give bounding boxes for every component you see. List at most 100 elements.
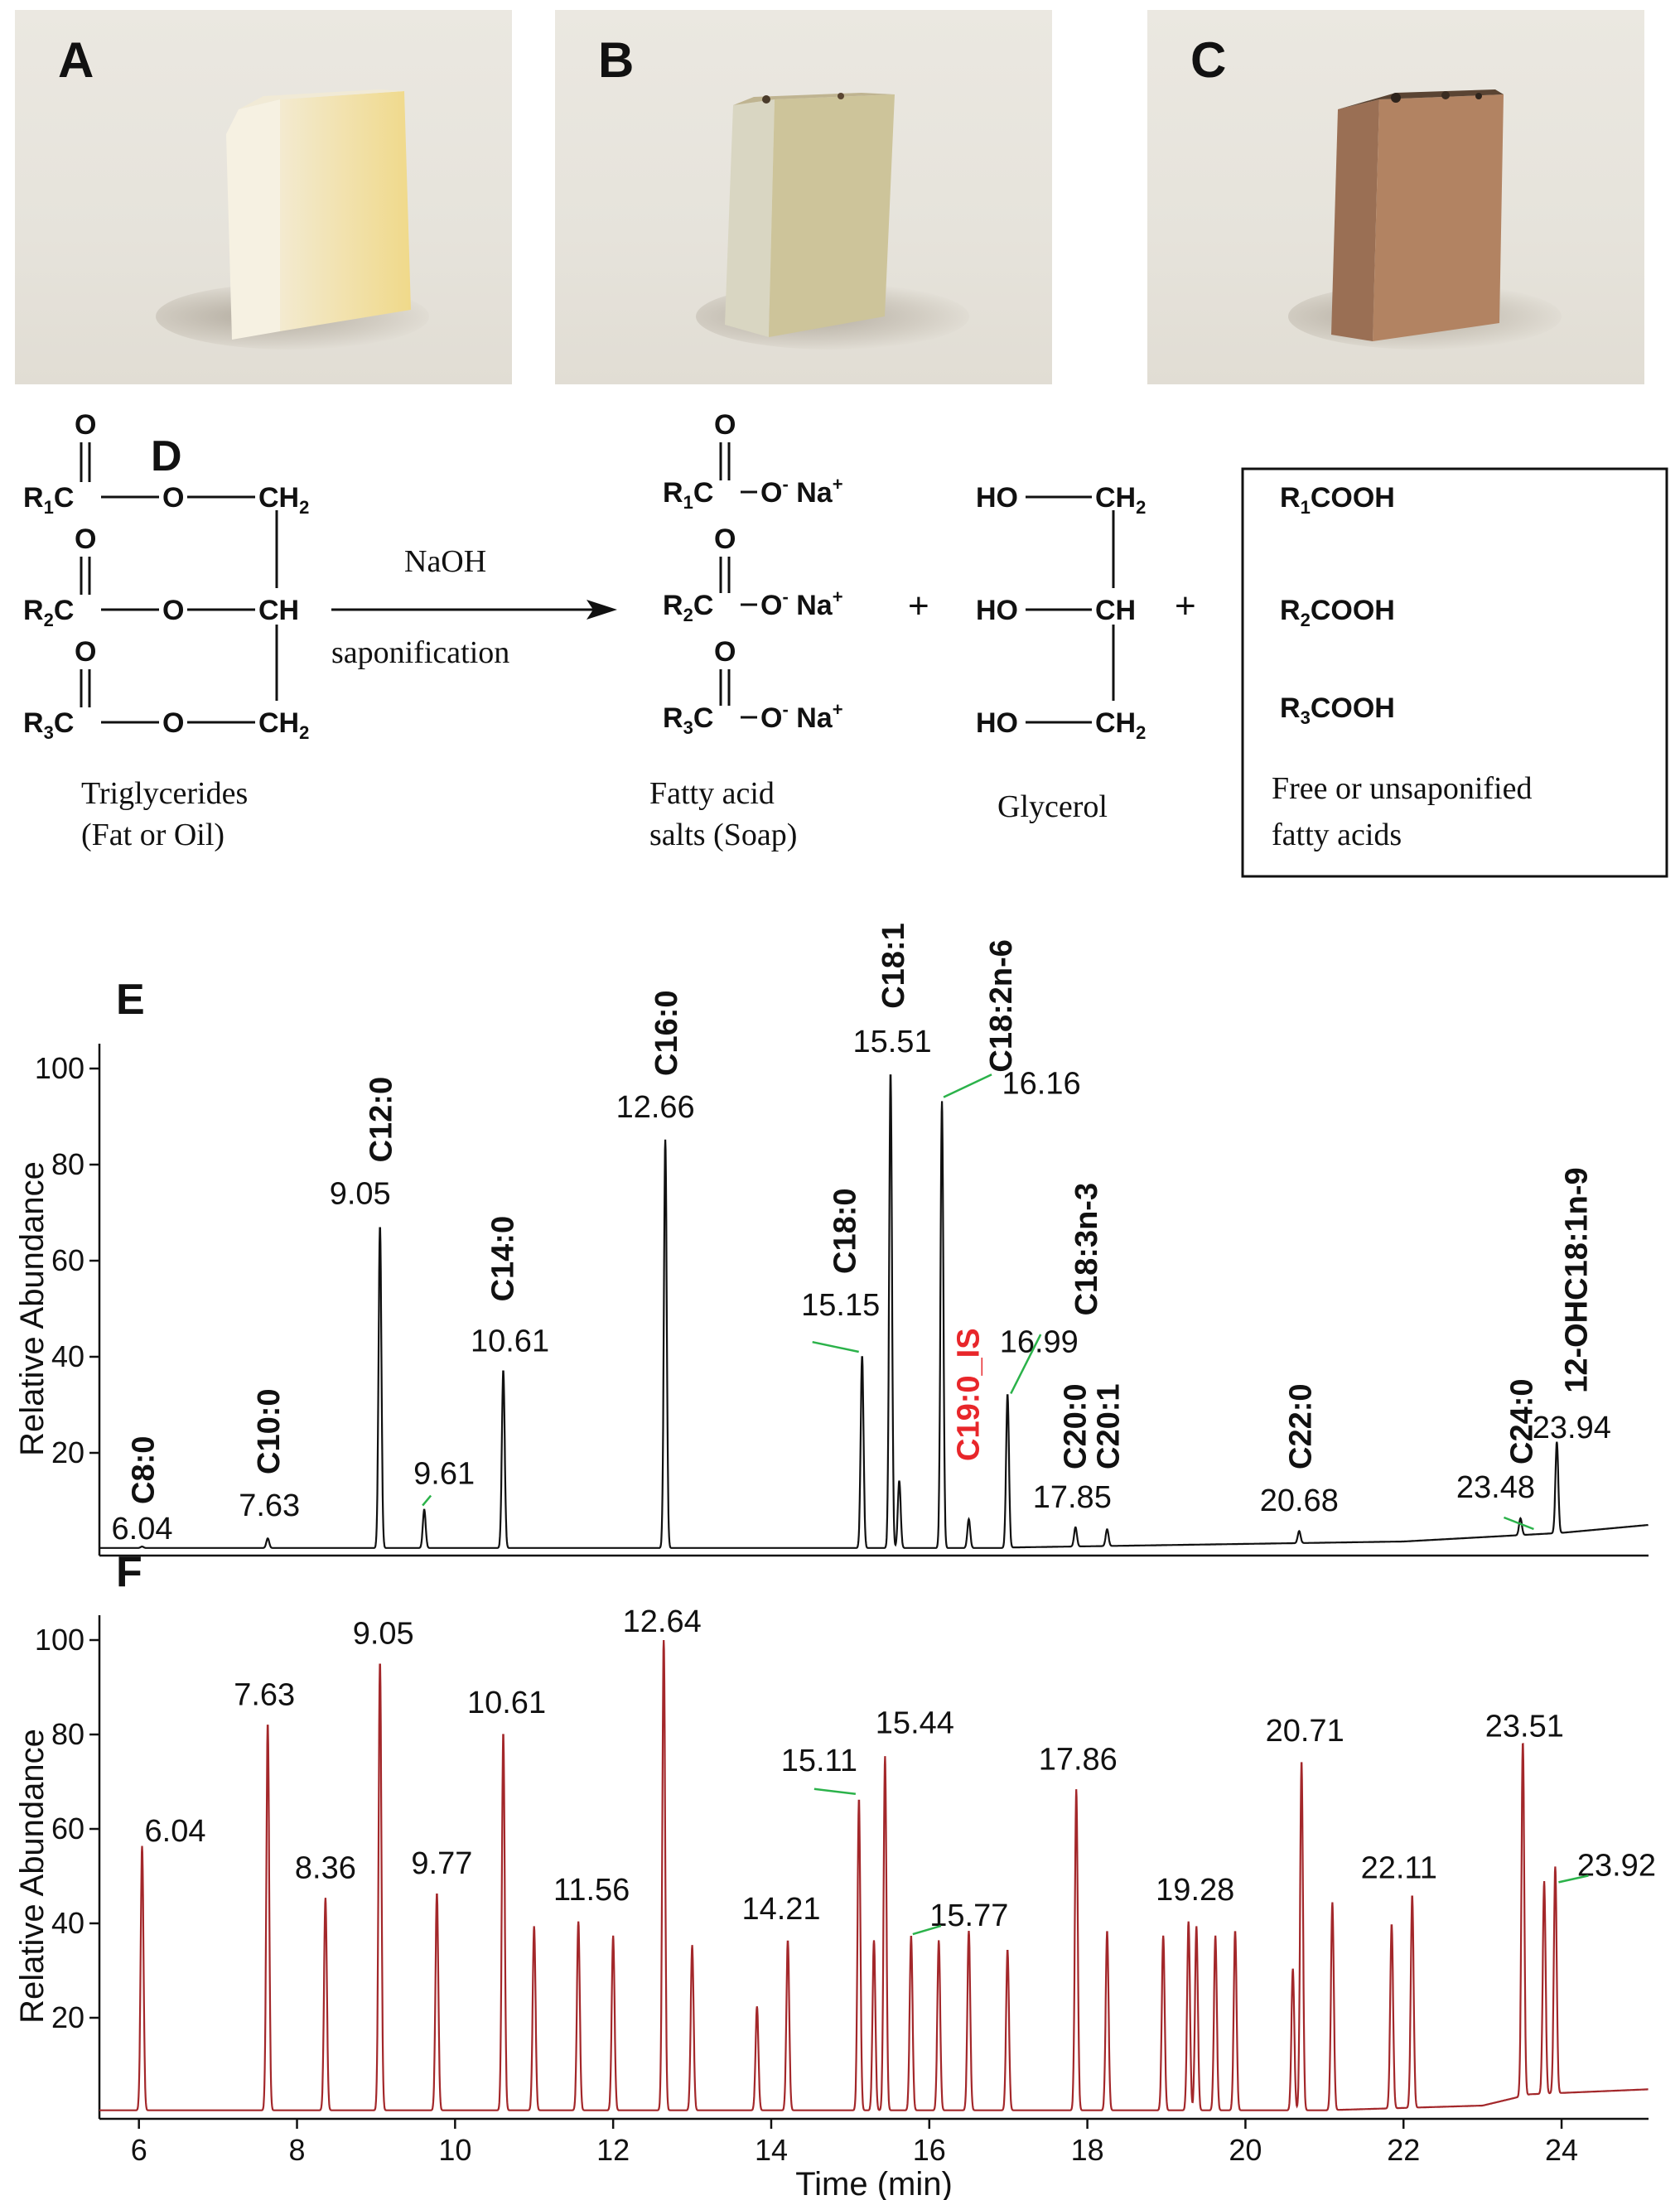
compound-label: C16:0 <box>649 991 684 1077</box>
y-tick-label: 60 <box>51 1243 84 1277</box>
panel-label-c: C <box>1190 32 1227 88</box>
svg-text:O- Na+: O- Na+ <box>760 699 843 734</box>
compound-label: C10:0 <box>252 1389 287 1475</box>
svg-text:R2C: R2C <box>663 590 713 625</box>
y-tick-label: 40 <box>51 1906 84 1940</box>
compound-label: C19:0_IS <box>951 1328 986 1461</box>
svg-text:O: O <box>162 482 184 514</box>
retention-time-label: 7.63 <box>234 1678 295 1713</box>
x-tick-label: 20 <box>1229 2133 1262 2167</box>
svg-text:CH2: CH2 <box>258 482 309 518</box>
svg-text:R1C: R1C <box>663 477 713 513</box>
svg-text:R3C: R3C <box>23 707 74 743</box>
chromatogram-trace <box>99 1074 1649 1549</box>
retention-time-label: 20.68 <box>1260 1484 1339 1518</box>
x-tick-label: 16 <box>913 2133 946 2167</box>
y-tick-label: 60 <box>51 1812 84 1845</box>
x-tick-label: 6 <box>131 2133 147 2167</box>
soap-bar-b <box>725 93 895 337</box>
svg-text:O: O <box>162 707 184 739</box>
x-tick-label: 10 <box>438 2133 471 2167</box>
y-tick-label: 80 <box>51 1717 84 1751</box>
svg-text:R3C: R3C <box>663 702 713 738</box>
y-tick-label: 20 <box>51 2000 84 2034</box>
photo-a: A <box>15 10 512 384</box>
y-tick-label: 40 <box>51 1339 84 1373</box>
leader-line <box>422 1494 432 1507</box>
retention-time-label: 15.77 <box>929 1898 1008 1933</box>
compound-label: C18:2n-6 <box>984 939 1019 1073</box>
plus-sign-1: + <box>908 586 929 626</box>
compound-label: C18:0 <box>828 1189 863 1275</box>
retention-time-label: 11.56 <box>553 1873 630 1908</box>
svg-text:CH: CH <box>258 595 299 626</box>
panel-label: F <box>116 1548 142 1596</box>
svg-text:R1C: R1C <box>23 482 74 518</box>
y-tick-label: 20 <box>51 1435 84 1469</box>
panel-label-b: B <box>598 32 635 88</box>
svg-text:O- Na+: O- Na+ <box>760 586 843 621</box>
x-tick-label: 18 <box>1071 2133 1104 2167</box>
svg-text:R2C: R2C <box>23 595 74 630</box>
panel-label-d: D <box>151 432 182 480</box>
retention-time-label: 6.04 <box>112 1512 173 1546</box>
reactant-name-line1: Triglycerides <box>81 776 248 811</box>
retention-time-label: 14.21 <box>741 1892 820 1927</box>
retention-time-label: 20.71 <box>1266 1714 1344 1749</box>
y-axis-label: Relative Abundance <box>14 1161 51 1456</box>
compound-label: 12-OHC18:1n-9 <box>1559 1167 1594 1392</box>
compound-label: C18:3n-3 <box>1069 1183 1104 1316</box>
svg-text:HO: HO <box>976 595 1018 626</box>
reactant-name-line2: (Fat or Oil) <box>81 818 224 852</box>
retention-time-label: 16.16 <box>1002 1067 1081 1102</box>
compound-label: C20:0 <box>1058 1384 1093 1470</box>
x-tick-label: 12 <box>596 2133 630 2167</box>
retention-time-label: 23.92 <box>1577 1848 1656 1883</box>
svg-text:CH: CH <box>1095 595 1136 626</box>
svg-text:HO: HO <box>976 482 1018 514</box>
compound-label: C18:1 <box>876 923 911 1009</box>
compound-label: C12:0 <box>364 1077 399 1163</box>
soap-bar-a <box>226 89 411 340</box>
svg-text:O: O <box>714 409 736 441</box>
x-tick-label: 14 <box>755 2133 788 2167</box>
retention-time-label: 10.61 <box>467 1686 546 1720</box>
compound-label: C24:0 <box>1504 1379 1539 1465</box>
photo-c: C <box>1147 10 1644 384</box>
leader-line <box>813 1788 857 1796</box>
retention-time-label: 23.48 <box>1456 1470 1535 1505</box>
svg-text:O- Na+: O- Na+ <box>760 474 843 509</box>
svg-text:R1COOH: R1COOH <box>1280 482 1395 518</box>
compound-label: C20:1 <box>1091 1384 1126 1470</box>
compound-label: C22:0 <box>1283 1384 1318 1470</box>
retention-time-label: 9.61 <box>413 1457 475 1492</box>
svg-text:HO: HO <box>976 707 1018 739</box>
saponification-scheme: D O O O R1C R2C R3C OOO CH2 CH CH2 NaOH … <box>23 409 1668 878</box>
retention-time-label: 22.11 <box>1361 1851 1437 1886</box>
svg-text:CH2: CH2 <box>258 707 309 743</box>
svg-text:CH2: CH2 <box>1095 482 1146 518</box>
retention-time-label: 15.11 <box>781 1744 857 1778</box>
retention-time-label: 8.36 <box>295 1851 356 1886</box>
oxygen-2: O <box>75 523 96 555</box>
retention-time-label: 6.04 <box>145 1814 206 1849</box>
retention-time-label: 16.99 <box>1000 1324 1079 1359</box>
leader-line <box>1010 1334 1042 1394</box>
retention-time-label: 23.51 <box>1485 1710 1564 1744</box>
product1-name-line2: salts (Soap) <box>649 818 797 852</box>
panel-label-a: A <box>58 32 94 88</box>
process-label: saponification <box>331 635 509 670</box>
leader-line <box>812 1340 859 1353</box>
retention-time-label: 10.61 <box>471 1324 549 1358</box>
y-axis-label: Relative Abundance <box>14 1729 51 2024</box>
photo-b: B <box>555 10 1052 384</box>
retention-time-label: 15.15 <box>801 1288 880 1323</box>
retention-time-label: 15.44 <box>876 1706 954 1741</box>
soap-bar-c <box>1331 89 1504 341</box>
x-tick-label: 8 <box>289 2133 306 2167</box>
svg-text:O: O <box>714 636 736 668</box>
retention-time-label: 12.64 <box>623 1604 702 1639</box>
